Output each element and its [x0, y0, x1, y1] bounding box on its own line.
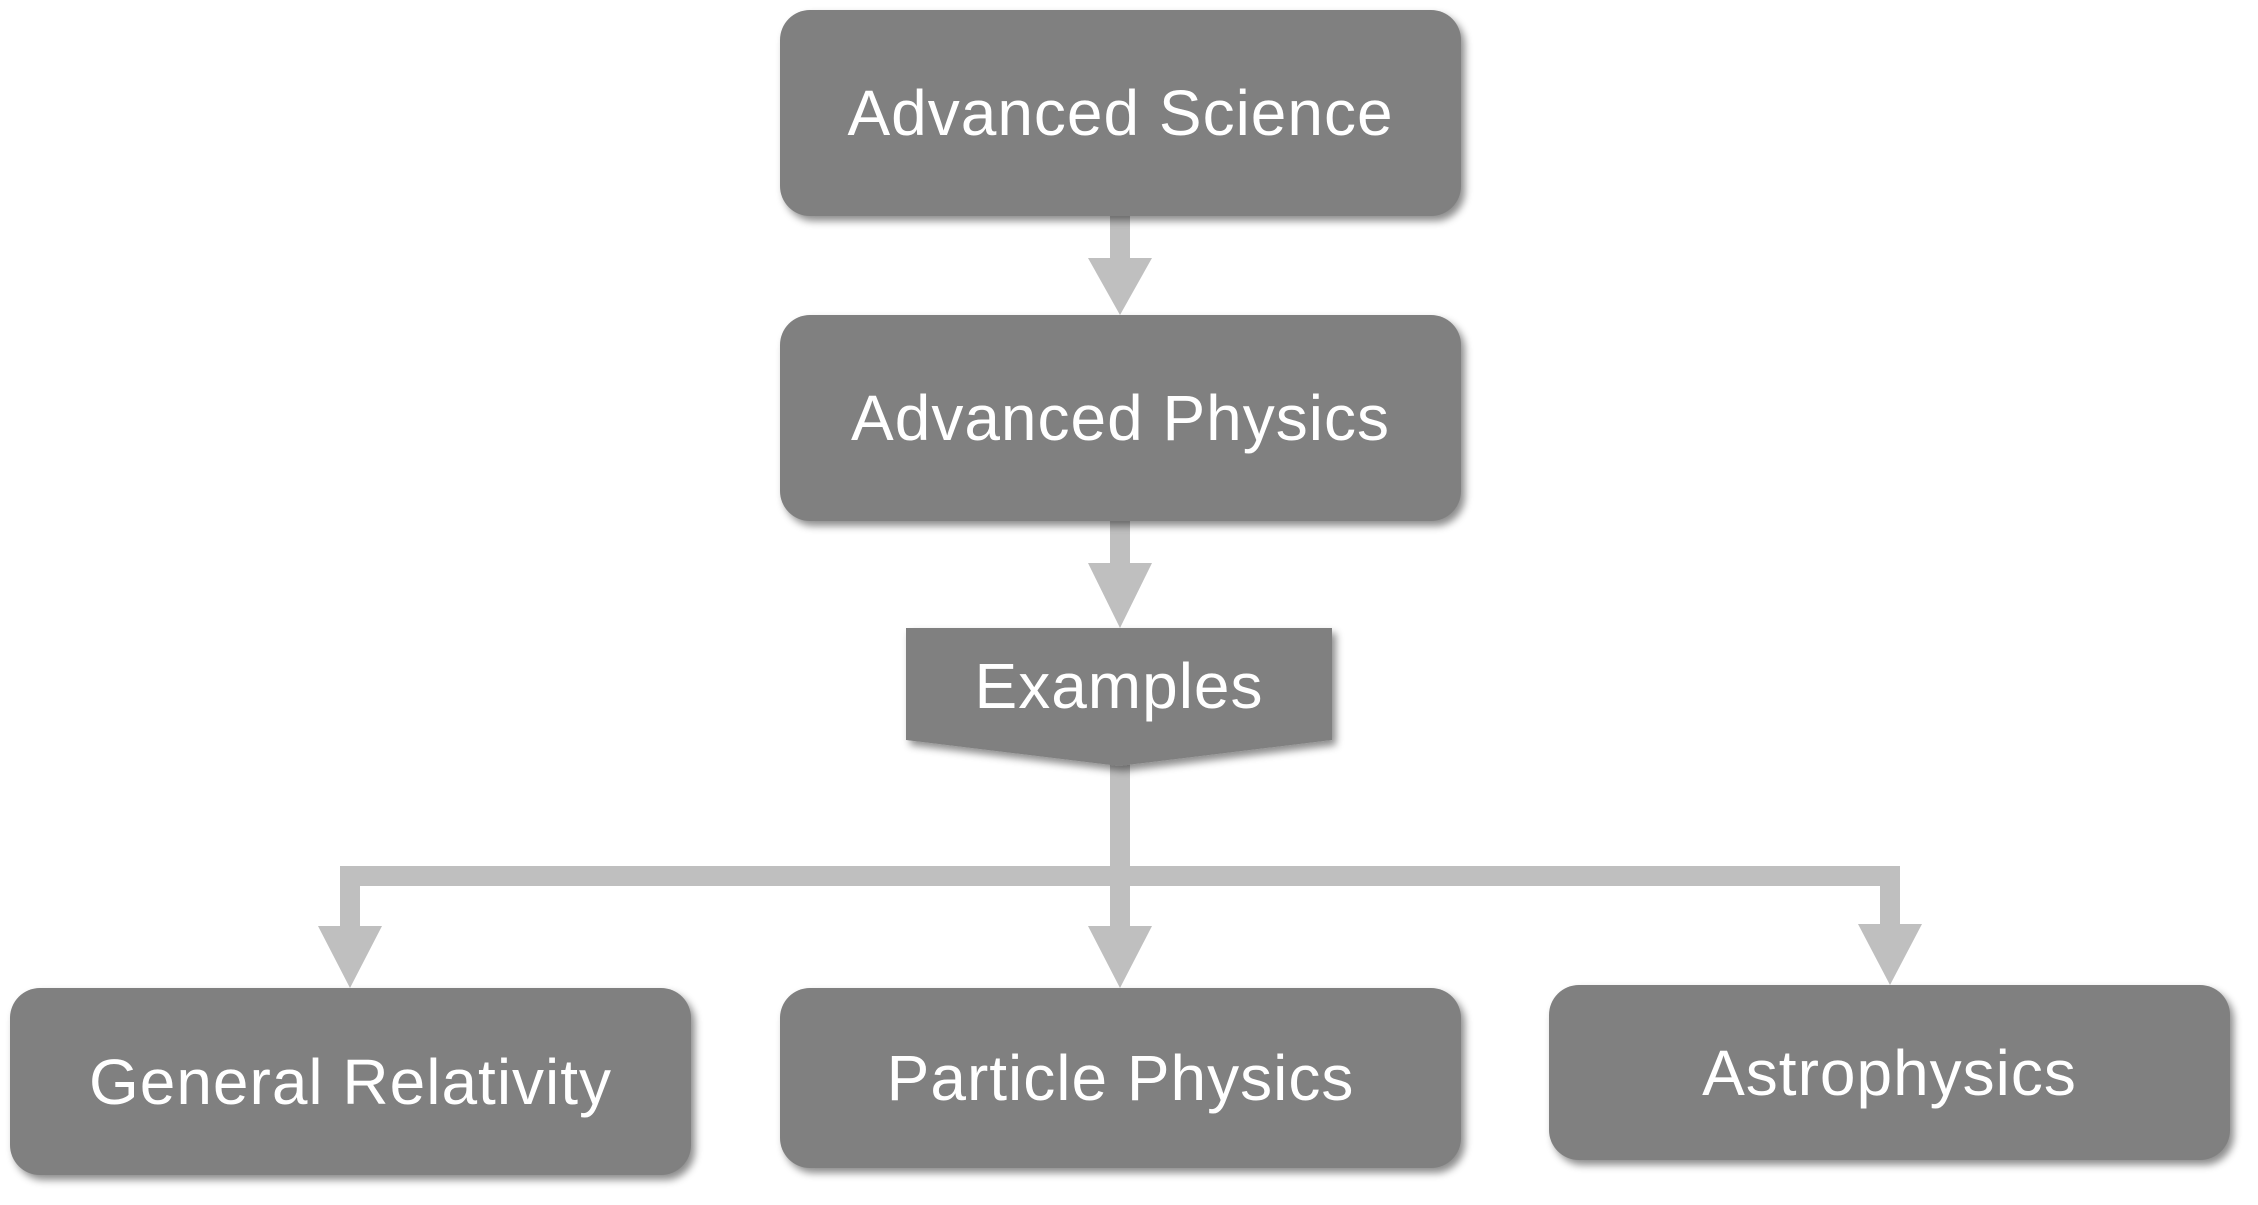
node-label-advanced-physics: Advanced Physics: [851, 382, 1390, 454]
connector-examples-trunk: [1110, 764, 1130, 930]
node-advanced-science: Advanced Science: [780, 10, 1461, 216]
node-particle-physics: Particle Physics: [780, 988, 1461, 1168]
node-label-astrophysics: Astrophysics: [1702, 1036, 2077, 1109]
examples-banner-shape: [906, 628, 1332, 766]
node-advanced-physics: Advanced Physics: [780, 315, 1461, 521]
node-label-particle-physics: Particle Physics: [886, 1042, 1355, 1114]
connector-branch-bar: [340, 866, 1900, 886]
node-general-relativity: General Relativity: [10, 988, 691, 1175]
node-astrophysics: Astrophysics: [1549, 985, 2230, 1160]
arrow-physics-to-examples: [1088, 519, 1152, 628]
node-label-general-relativity: General Relativity: [88, 1045, 613, 1118]
node-examples: Examples: [906, 628, 1332, 766]
arrow-to-general-relativity: [318, 866, 382, 988]
node-label-advanced-science: Advanced Science: [847, 77, 1394, 149]
arrow-to-particle-physics: [1088, 926, 1152, 988]
arrow-to-astrophysics: [1858, 866, 1922, 985]
node-label-examples: Examples: [974, 649, 1264, 722]
arrow-science-to-physics: [1088, 214, 1152, 315]
